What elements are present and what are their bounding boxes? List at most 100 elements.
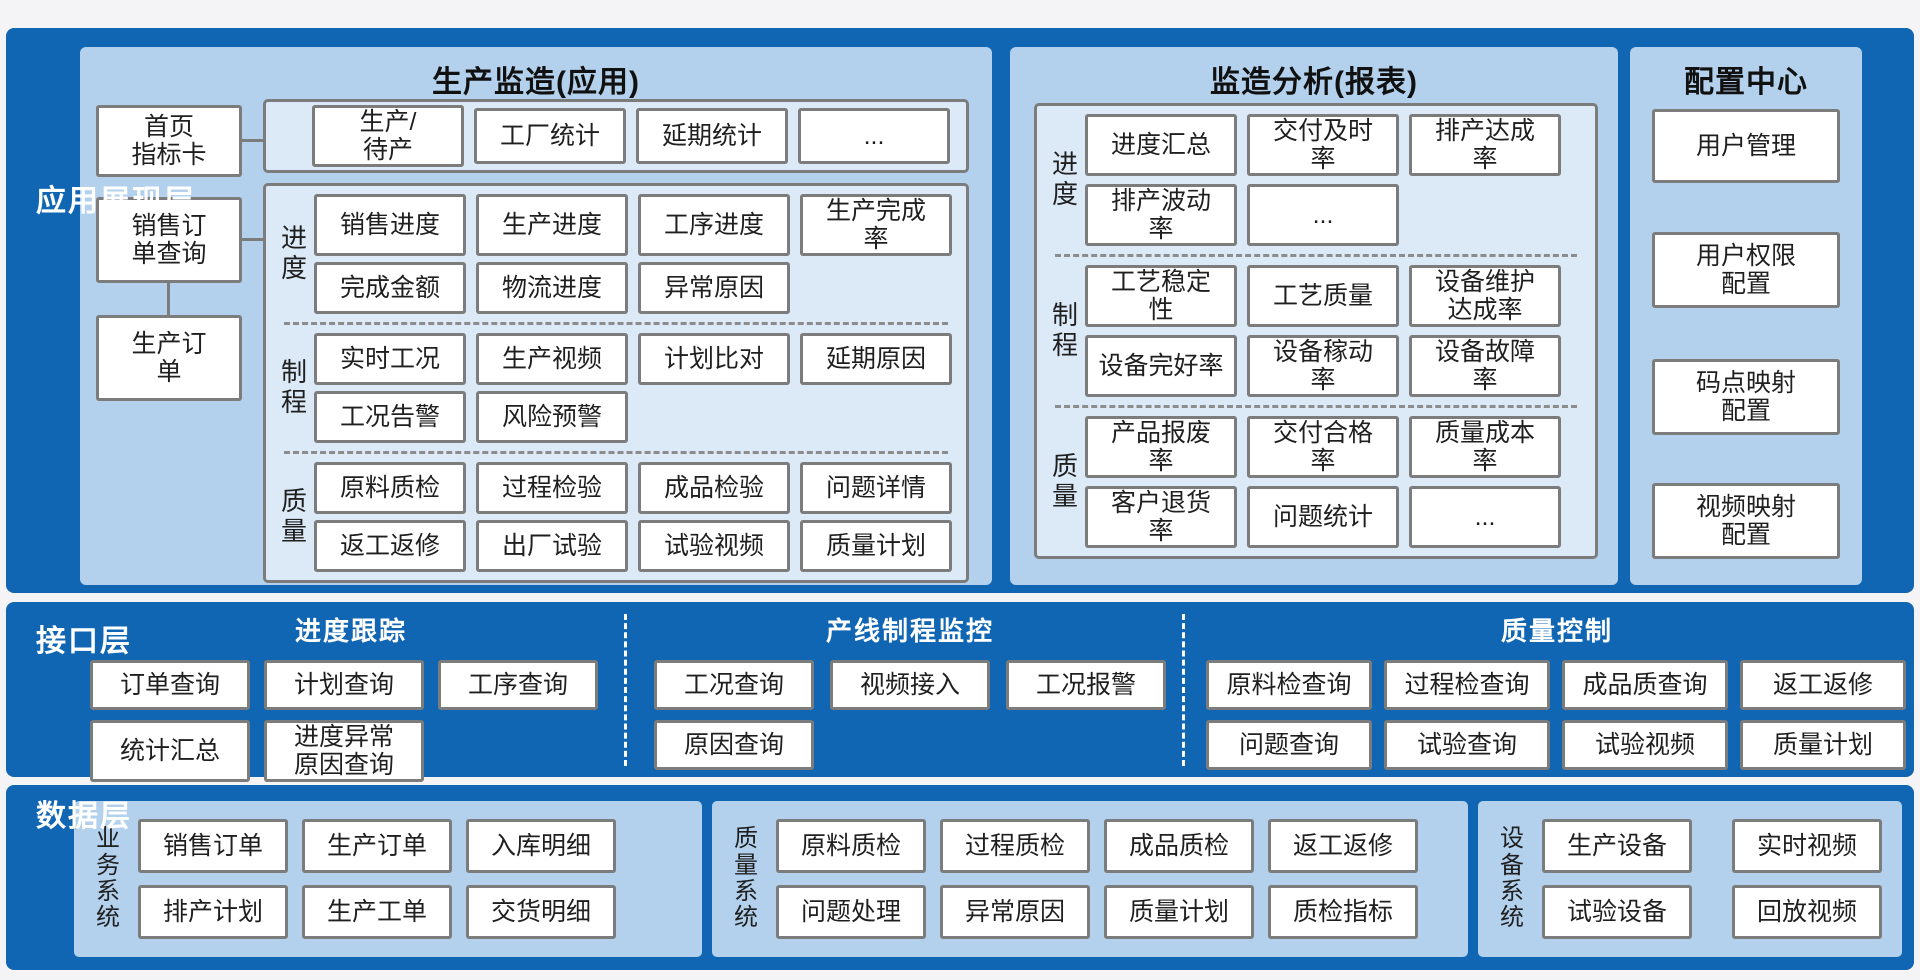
diagram-node: 延期原因 [800, 333, 952, 385]
diagram-node: 返工返修 [314, 520, 466, 572]
diagram-node: 交付及时 率 [1247, 114, 1399, 176]
system-label: 质 量 系 统 [734, 825, 758, 932]
diagram-node: 过程检验 [476, 462, 628, 514]
diagram-node: 实时视频 [1732, 819, 1882, 873]
diagram-node: 工况查询 [654, 660, 814, 710]
diagram-node: 订单查询 [90, 660, 250, 710]
diagram-node: 生产工单 [302, 885, 452, 939]
diagram-node: 问题详情 [800, 462, 952, 514]
diagram-node: 成品检验 [638, 462, 790, 514]
analysis-report-panel: 监造分析(报表) 进 度 进度汇总 交付及时 率 排产达成 率 排产波动 率 .… [1010, 47, 1618, 585]
diagram-node: 进度异常 原因查询 [264, 720, 424, 782]
diagram-node: 质量成本 率 [1409, 416, 1561, 478]
diagram-node: 过程质检 [940, 819, 1090, 873]
quality-system-panel: 质 量 系 统 原料质检 过程质检 成品质检 返工返修 问题处理 异常原因 质量… [712, 801, 1468, 957]
report-tray: 进 度 进度汇总 交付及时 率 排产达成 率 排产波动 率 ... [1034, 103, 1598, 559]
presentation-layer-band: 应用展现层 生产监造(应用) 首页 指标卡 销售订 单查询 生产订 单 生产/ … [6, 28, 1914, 593]
diagram-node: 原料质检 [314, 462, 466, 514]
production-app-panel: 生产监造(应用) 首页 指标卡 销售订 单查询 生产订 单 生产/ 待产 工厂统… [80, 47, 992, 585]
dashed-divider [1055, 254, 1577, 257]
production-app-title: 生产监造(应用) [432, 66, 640, 99]
business-system-panel: 业 务 系 统 销售订单 生产订单 入库明细 排产计划 生产工单 交货明细 [74, 801, 702, 957]
diagram-node: 延期统计 [636, 108, 788, 164]
diagram-node: ... [1247, 184, 1399, 246]
production-detail-tray: 进 度 销售进度 生产进度 工序进度 生产完成 率 完成金额 物流进度 异常原因 [263, 183, 969, 583]
diagram-node: 工艺稳定 性 [1085, 265, 1237, 327]
diagram-node: 工艺质量 [1247, 265, 1399, 327]
diagram-node: 完成金额 [314, 262, 466, 314]
subsection-label: 进 度 [1051, 149, 1078, 209]
subsection-quality: 质 量 原料质检 过程检验 成品检验 问题详情 返工返修 出厂试验 试验视频 [274, 462, 958, 572]
diagram-node: 问题处理 [776, 885, 926, 939]
diagram-node: 试验设备 [1542, 885, 1692, 939]
connector-line [242, 139, 263, 142]
diagram-node: 视频接入 [830, 660, 990, 710]
diagram-node: 质检指标 [1268, 885, 1418, 939]
diagram-node: 交货明细 [466, 885, 616, 939]
diagram-node: 工序查询 [438, 660, 598, 710]
diagram-node: 质量计划 [1740, 720, 1906, 770]
connector-line [167, 283, 170, 315]
subsection-label: 质 量 [280, 486, 307, 546]
diagram-node: 生产设备 [1542, 819, 1692, 873]
dashed-divider [1182, 614, 1185, 766]
diagram-node: 原料检查询 [1206, 660, 1372, 710]
diagram-node: 工况报警 [1006, 660, 1166, 710]
diagram-node: 生产进度 [476, 194, 628, 256]
interface-layer-band: 接口层 进度跟踪 订单查询 计划查询 工序查询 统计汇总 进度异常 原因查询 产… [6, 602, 1914, 782]
diagram-node: 排产达成 率 [1409, 114, 1561, 176]
diagram-node: 排产波动 率 [1085, 184, 1237, 246]
subsection-label: 制 程 [1051, 300, 1078, 360]
subsection-quality: 质 量 产品报废 率 交付合格 率 质量成本 率 客户退货 率 问题统计 ... [1045, 416, 1587, 548]
diagram-node: 销售订单 [138, 819, 288, 873]
data-layer-label: 数据层 [36, 800, 132, 833]
diagram-node: 生产订 单 [96, 315, 242, 401]
diagram-node: 出厂试验 [476, 520, 628, 572]
diagram-node: 生产/ 待产 [312, 105, 464, 167]
subsection-label: 质 量 [1051, 451, 1078, 511]
overview-tray: 生产/ 待产 工厂统计 延期统计 ... [263, 99, 969, 173]
diagram-node: 原因查询 [654, 720, 814, 770]
diagram-node: 成品质查询 [1562, 660, 1728, 710]
group-title: 质量控制 [1500, 616, 1613, 646]
dashed-divider [284, 451, 948, 454]
interface-group-line-monitor: 产线制程监控 工况查询 视频接入 工况报警 原因查询 [654, 612, 1166, 770]
data-layer-band: 数据层 业 务 系 统 销售订单 生产订单 入库明细 排产计划 生产工单 交货明… [6, 785, 1914, 970]
subsection-label: 进 度 [280, 223, 307, 283]
diagram-node: 工厂统计 [474, 108, 626, 164]
system-label: 设 备 系 统 [1500, 825, 1524, 932]
group-title: 进度跟踪 [294, 616, 407, 646]
diagram-node: 质量计划 [1104, 885, 1254, 939]
diagram-node: 成品质检 [1104, 819, 1254, 873]
presentation-layer-label: 应用展现层 [36, 185, 196, 218]
diagram-node: 统计汇总 [90, 720, 250, 782]
diagram-node: 设备完好率 [1085, 335, 1237, 397]
diagram-node: 试验视频 [1562, 720, 1728, 770]
diagram-node: 风险预警 [476, 391, 628, 443]
diagram-node: ... [798, 108, 950, 164]
diagram-node: 计划查询 [264, 660, 424, 710]
diagram-node: 问题统计 [1247, 486, 1399, 548]
config-center-panel: 配置中心 用户管理 用户权限 配置 码点映射 配置 视频映射 配置 [1630, 47, 1862, 585]
config-center-title: 配置中心 [1684, 66, 1808, 99]
diagram-node: 设备维护 达成率 [1409, 265, 1561, 327]
diagram-node: 实时工况 [314, 333, 466, 385]
diagram-node: 返工返修 [1268, 819, 1418, 873]
diagram-node: 计划比对 [638, 333, 790, 385]
diagram-node: 试验查询 [1384, 720, 1550, 770]
subsection-label: 制 程 [280, 357, 307, 417]
diagram-node: 生产订单 [302, 819, 452, 873]
diagram-node: 回放视频 [1732, 885, 1882, 939]
diagram-node: 试验视频 [638, 520, 790, 572]
diagram-node: 质量计划 [800, 520, 952, 572]
diagram-node: 用户管理 [1652, 109, 1840, 183]
diagram-node: 返工返修 [1740, 660, 1906, 710]
diagram-node: 设备故障 率 [1409, 335, 1561, 397]
diagram-node: 异常原因 [940, 885, 1090, 939]
diagram-node: 工序进度 [638, 194, 790, 256]
connector-line [242, 238, 263, 241]
subsection-process: 制 程 工艺稳定 性 工艺质量 设备维护 达成率 设备完好率 设备稼动 率 设备… [1045, 265, 1587, 397]
dashed-divider [624, 614, 627, 766]
diagram-node: 工况告警 [314, 391, 466, 443]
